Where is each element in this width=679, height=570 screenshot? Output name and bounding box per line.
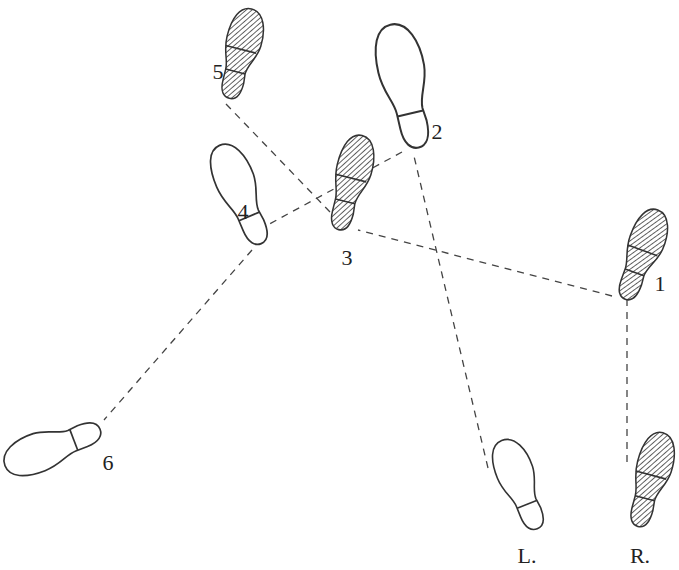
- callout-number: 2: [432, 121, 443, 143]
- callout-number: 3: [342, 247, 353, 269]
- callout-number: 5: [213, 61, 224, 83]
- callout-number: 4: [238, 201, 249, 223]
- footprints: [0, 5, 679, 536]
- callout-number: L.: [518, 545, 537, 567]
- callout-number: 1: [655, 273, 666, 295]
- step-path-lines: [104, 104, 627, 468]
- callout-number: 6: [103, 452, 114, 474]
- callout-number: R.: [630, 545, 650, 567]
